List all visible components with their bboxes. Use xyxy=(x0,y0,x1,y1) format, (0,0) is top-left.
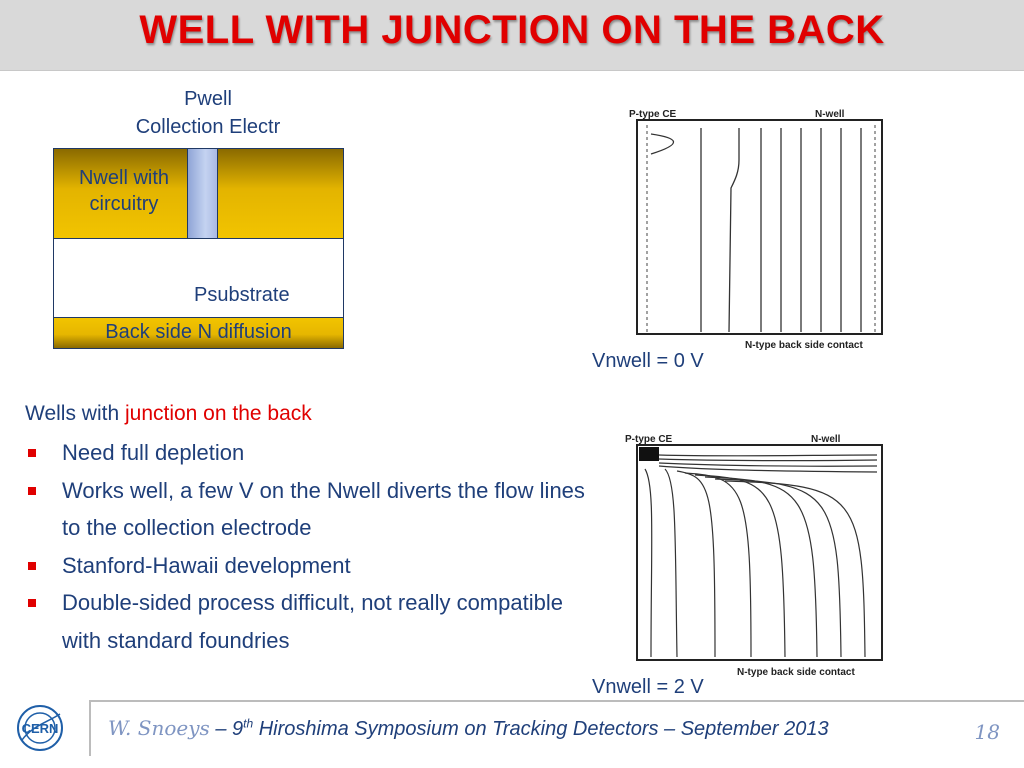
plot2-caption: Vnwell = 2 V xyxy=(592,676,704,698)
nwell-label: Nwell with circuitry xyxy=(78,167,170,215)
backside-label: Back side N diffusion xyxy=(105,321,292,343)
psubstrate-label: Psubstrate xyxy=(194,284,290,306)
bullet-list: Need full depletion Works well, a few V … xyxy=(25,434,585,659)
lead-line: Wells with junction on the back xyxy=(25,402,312,425)
cern-logo-icon: CERN xyxy=(12,700,68,756)
page-number: 18 xyxy=(974,720,1000,744)
title-bar xyxy=(0,0,1024,71)
pwell-label: Pwell xyxy=(184,88,232,110)
footer-divider xyxy=(90,700,1024,702)
bullet-item: Stanford-Hawaii development xyxy=(25,547,585,585)
cross-section-diagram: Nwell with circuitry Psubstrate Back sid… xyxy=(53,148,344,349)
plot2-bottom-label: N-type back side contact xyxy=(737,667,855,678)
bullet-item: Works well, a few V on the Nwell diverts… xyxy=(25,472,585,547)
simulation-plot-2v: P-type CE N-well N-type back side contac… xyxy=(615,425,895,685)
plot2-ptype-label: P-type CE xyxy=(625,434,673,445)
plot1-caption: Vnwell = 0 V xyxy=(592,350,704,372)
plot1-bottom-label: N-type back side contact xyxy=(745,340,863,351)
pwell-region xyxy=(187,149,218,238)
lead-highlight: junction on the back xyxy=(124,402,312,425)
plot1-nwell-label: N-well xyxy=(815,109,845,120)
footer-citation: W. Snoeys – 9th Hiroshima Symposium on T… xyxy=(108,716,829,740)
bullet-item: Need full depletion xyxy=(25,434,585,472)
footer-divider-vertical xyxy=(89,700,91,756)
collection-electrode-label: Collection Electr xyxy=(135,116,281,138)
plot2-nwell-label: N-well xyxy=(811,434,841,445)
backside-diffusion-region: Back side N diffusion xyxy=(54,317,343,348)
footer-author: W. Snoeys xyxy=(108,716,210,740)
slide-title: WELL WITH JUNCTION ON THE BACK xyxy=(139,8,885,52)
svg-text:CERN: CERN xyxy=(22,721,59,736)
simulation-plot-0v: P-type CE N-well N-type back side contac… xyxy=(615,100,895,360)
bullet-item: Double-sided process difficult, not real… xyxy=(25,584,585,659)
plot1-ptype-label: P-type CE xyxy=(629,109,677,120)
